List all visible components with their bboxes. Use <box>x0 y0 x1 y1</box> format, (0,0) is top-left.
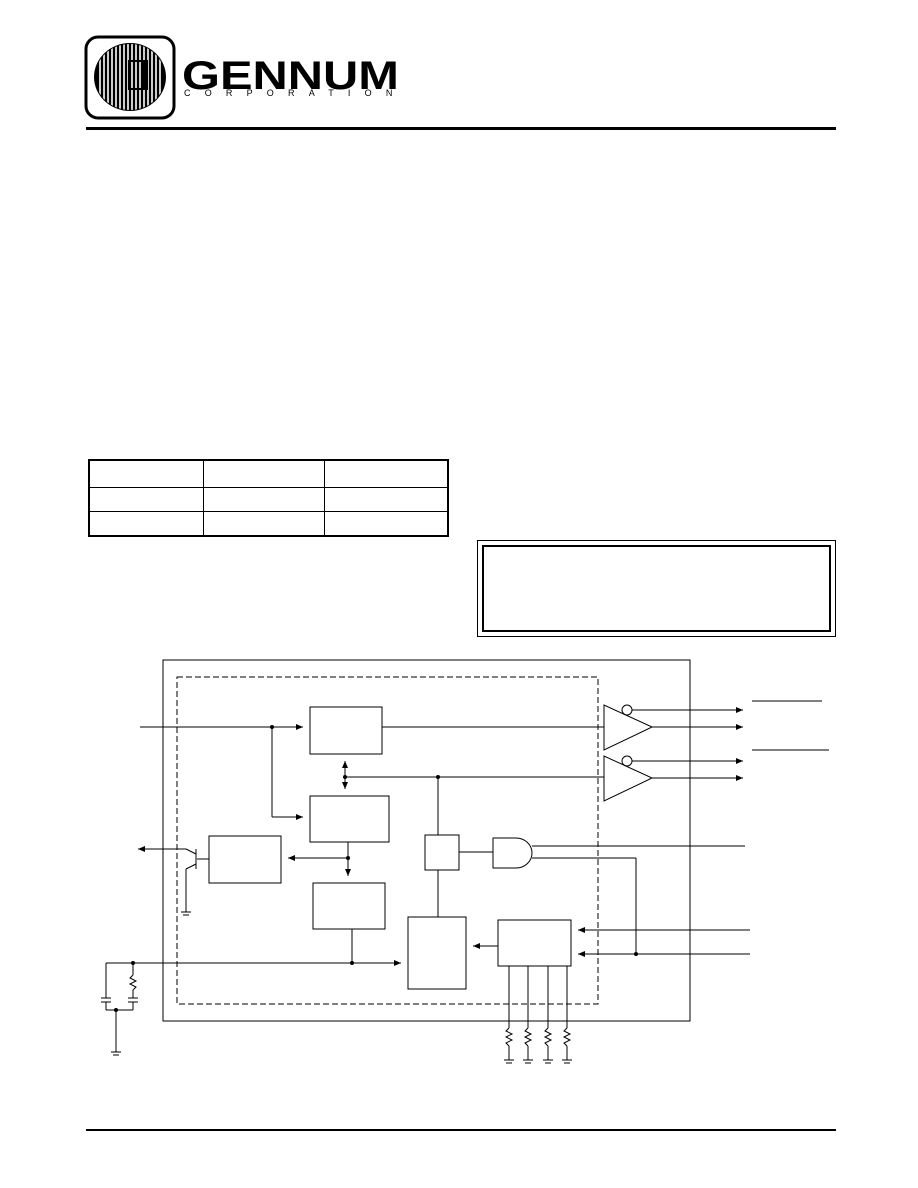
note-box-inner <box>482 545 831 632</box>
output-buffer-upper <box>603 704 654 751</box>
block-small-square <box>424 834 460 871</box>
table-cell <box>203 459 325 488</box>
ordering-table <box>88 459 449 537</box>
die-boundary <box>176 676 599 1005</box>
block-bottom-tall <box>407 916 467 990</box>
chip-outline <box>162 659 691 1022</box>
block-left <box>208 835 282 884</box>
table-cell <box>88 511 204 537</box>
table-cell <box>203 511 325 537</box>
table-row <box>88 486 449 513</box>
table-row <box>88 511 449 537</box>
block-lower-center <box>312 882 386 930</box>
table-cell <box>324 459 449 488</box>
logo-subtitle: CORPORATION <box>184 88 407 98</box>
table-cell <box>324 511 449 537</box>
footer-rule <box>86 1129 836 1131</box>
table-row <box>88 459 449 488</box>
table-cell <box>203 486 325 513</box>
block-middle-center <box>309 795 390 843</box>
logo-wordmark: GENNUM <box>182 54 399 98</box>
table-cell <box>324 486 449 513</box>
gennum-globe-logo-icon <box>84 35 176 120</box>
note-box <box>477 540 836 637</box>
header-rule <box>86 127 836 130</box>
block-bottom-right <box>497 919 572 967</box>
table-cell <box>88 459 204 488</box>
block-top-center <box>309 706 383 755</box>
output-buffer-lower <box>603 755 654 802</box>
table-cell <box>88 486 204 513</box>
